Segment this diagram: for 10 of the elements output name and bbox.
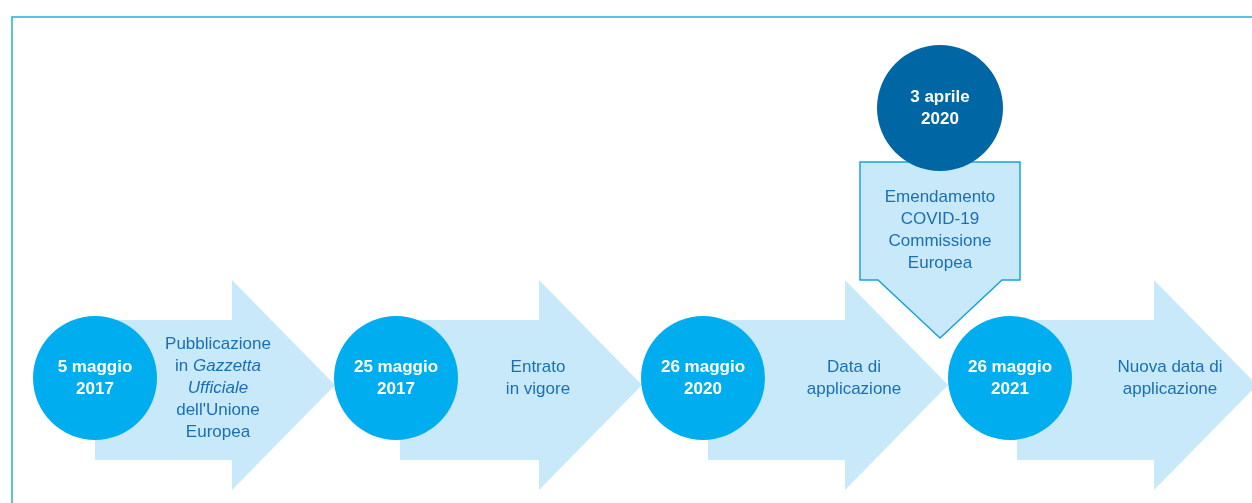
event-label: Nuova data di applicazione: [1116, 356, 1224, 401]
event-label: Pubblicazione in Gazzetta Ufficiale dell'Unione Europea: [164, 333, 272, 444]
event-label: Data di applicazione: [805, 356, 903, 401]
date-label: 3 aprile 2020: [909, 86, 971, 131]
date-label: 25 maggio 2017: [352, 356, 440, 401]
date-label: 26 maggio 2021: [966, 356, 1054, 401]
date-label: 5 maggio 2017: [56, 356, 134, 401]
event-label: Entrato in vigore: [504, 356, 572, 401]
event-label: Emendamento COVID-19 Commissione Europea: [883, 186, 997, 275]
date-label: 26 maggio 2020: [659, 356, 747, 401]
